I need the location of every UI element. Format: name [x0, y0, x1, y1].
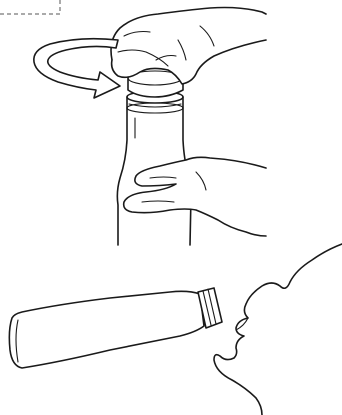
- bottle-tilted: [9, 288, 222, 368]
- panel-drink: [9, 244, 342, 415]
- face-profile: [214, 244, 342, 415]
- hand-bottom: [124, 157, 266, 236]
- hand-top: [111, 8, 266, 85]
- panel-open-cap: [34, 8, 266, 246]
- dashed-callout-box: [0, 0, 60, 14]
- rotate-counterclockwise-arrow-icon: [34, 39, 120, 98]
